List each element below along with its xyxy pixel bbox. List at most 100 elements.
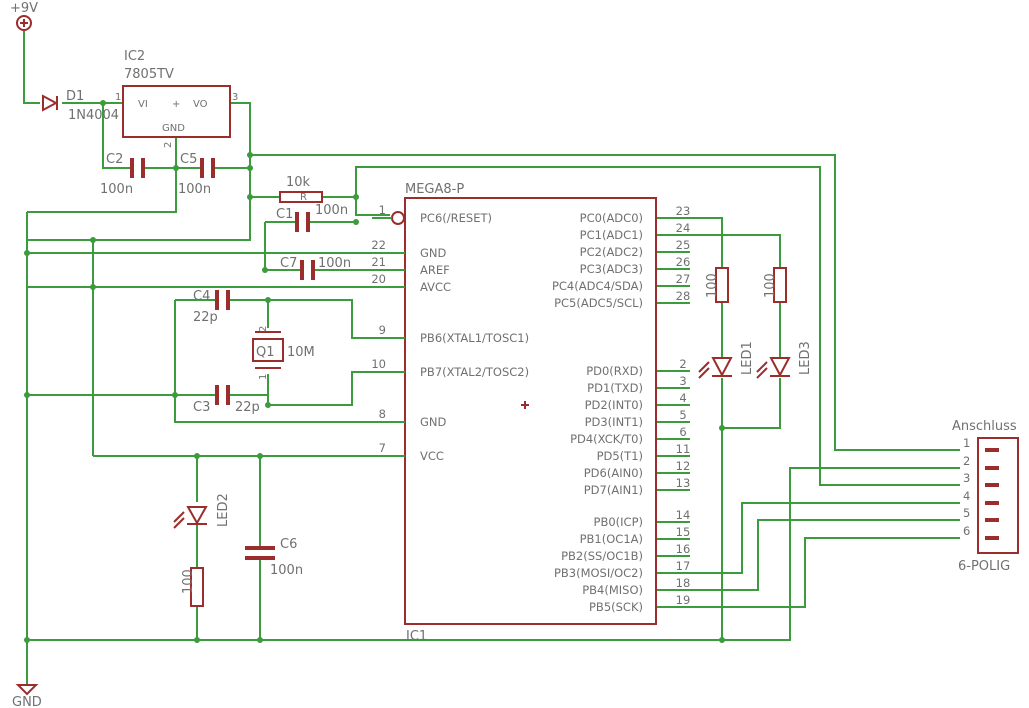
c1-name: C1 [276,207,293,222]
right-pins: PC0(ADC0)23PC1(ADC1)24PC2(ADC2)25PC3(ADC… [552,204,690,614]
capacitor-c5: C5 100n [178,152,215,197]
vcc-symbol: +9V [10,1,38,31]
c2-value: 100n [100,182,133,197]
resistor-r: 10k R [279,175,323,203]
right-pin-number: 19 [676,593,691,607]
connector-pin-contact [985,518,999,522]
connector-pin-number: 5 [963,506,970,520]
r-led3-value: 100 [763,273,778,298]
connector-pin-number: 3 [963,471,970,485]
connector-pin-contact [985,501,999,505]
connector-pin-number: 2 [963,454,970,468]
right-pin-label: PD3(INT1) [585,415,643,429]
resistor-led1: 100 [705,267,729,303]
q1-value: 10M [287,345,315,360]
right-pin-number: 12 [676,459,691,473]
connector-pin-contact [985,483,999,487]
right-pin-number: 16 [676,542,691,556]
left-pin-label: PC6(/RESET) [420,211,492,225]
c6-name: C6 [280,537,297,552]
regulator-ic2: IC2 7805TV VI + VO GND 1 3 2 [115,49,238,148]
gnd-symbol: GND [12,684,42,708]
c2-name: C2 [106,152,123,167]
ic2-value: 7805TV [124,67,174,82]
right-pin-label: PD0(RXD) [586,364,643,378]
r-led1-value: 100 [705,273,720,298]
led2-name: LED2 [216,493,231,527]
mega-name: MEGA8-P [405,182,464,197]
resistor-led3: 100 [763,267,787,303]
right-pin-label: PB3(MOSI/OC2) [554,566,643,580]
q1-pin2: 2 [258,326,269,332]
left-pin-label: PB6(XTAL1/TOSC1) [420,331,529,345]
resistor-led2: 100 [181,567,204,607]
right-pin-label: PC4(ADC4/SDA) [552,279,643,293]
right-pin-number: 24 [676,221,691,235]
gnd-label: GND [12,695,42,708]
left-pin-label: AVCC [420,280,451,294]
left-pin-number: 9 [379,323,386,337]
ic2-name: IC2 [124,49,145,64]
ic2-vi: VI [138,99,148,110]
right-pin-label: PB0(ICP) [594,515,643,529]
led-led2: LED2 [173,493,231,529]
left-pin-number: 8 [379,407,386,421]
right-pin-label: PD4(XCK/T0) [570,432,643,446]
connector-pin-number: 6 [963,524,970,538]
c5-name: C5 [180,152,197,167]
r-name: R [300,192,307,203]
capacitor-c6: C6 100n [245,537,303,578]
right-pin-label: PC2(ADC2) [580,245,643,259]
left-pins: 1PC6(/RESET)22GND21AREF20AVCC9PB6(XTAL1/… [371,203,529,463]
left-pin-label: AREF [420,263,450,277]
ic2-pin3: 3 [232,92,238,103]
right-pin-number: 25 [676,238,691,252]
diode-d1: D1 1N4004 [42,89,119,123]
c7-value: 100n [318,256,351,271]
wires [23,30,960,685]
right-pin-label: PB5(SCK) [589,600,643,614]
right-pin-label: PB2(SS/OC1B) [561,549,643,563]
capacitor-c7: C7 100n [280,256,351,280]
mega-ref: IC1 [406,629,427,644]
right-pin-label: PC0(ADC0) [580,211,643,225]
capacitor-c3: C3 22p [193,385,260,415]
left-pin-number: 22 [371,238,386,252]
right-pin-number: 2 [679,357,686,371]
left-pin-number: 10 [371,357,386,371]
left-pin-number: 21 [371,255,386,269]
capacitor-c4: C4 22p [193,289,230,325]
r-led2-value: 100 [181,569,196,594]
right-pin-number: 6 [679,425,686,439]
q1-pin1: 1 [258,374,269,380]
right-pin-number: 26 [676,255,691,269]
connector-pin-number: 1 [963,436,970,450]
connector-pin-number: 4 [963,489,970,503]
connector-pin-contact [985,448,999,452]
c5-value: 100n [178,182,211,197]
connector-pins: 1 2 3 4 5 6 [963,436,999,540]
right-pin-number: 27 [676,272,691,286]
right-pin-label: PD7(AIN1) [584,483,643,497]
ic2-pin2: 2 [163,142,174,148]
right-pin-label: PD2(INT0) [585,398,643,412]
right-pin-number: 28 [676,289,691,303]
ic2-vo: VO [193,99,208,110]
connector-value: 6-POLIG [958,559,1010,574]
q1-name: Q1 [256,345,275,360]
c3-name: C3 [193,400,210,415]
right-pin-label: PC5(ADC5/SCL) [554,296,643,310]
c6-value: 100n [270,563,303,578]
junctions [24,100,725,643]
left-pin-label: VCC [420,449,444,463]
crystal-q1: Q1 10M 2 1 [252,326,315,380]
ic2-gnd: GND [162,123,185,134]
right-pin-number: 5 [679,408,686,422]
right-pin-label: PC3(ADC3) [580,262,643,276]
led-led1: LED1 [698,341,755,379]
right-pin-number: 15 [676,525,691,539]
d1-value: 1N4004 [68,108,119,123]
ic2-pin1: 1 [115,92,121,103]
right-pin-number: 17 [676,559,691,573]
